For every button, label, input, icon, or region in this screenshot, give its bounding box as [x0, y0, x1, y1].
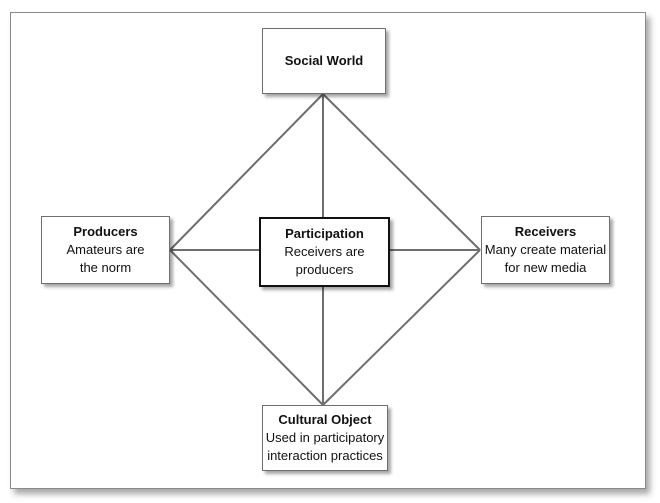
node-text: producers [295, 262, 354, 277]
node-social-world: Social World [262, 28, 386, 94]
node-title: Social World [284, 53, 364, 68]
edge-social-receivers [322, 93, 481, 251]
node-text: Used in participatory [265, 430, 385, 445]
node-text: interaction practices [267, 448, 383, 463]
node-text: the norm [79, 260, 132, 275]
node-text: Receivers are [284, 244, 365, 259]
node-title: Participation [285, 226, 364, 241]
node-title: Cultural Object [278, 412, 372, 427]
node-title: Receivers [514, 224, 577, 239]
node-receivers: Receivers Many create material for new m… [481, 216, 610, 284]
node-text: Amateurs are [66, 242, 145, 257]
node-participation: Participation Receivers are producers [259, 217, 390, 287]
edge-producers-cultural [169, 249, 324, 406]
node-cultural-object: Cultural Object Used in participatory in… [262, 405, 388, 471]
edge-social-producers [169, 93, 324, 251]
node-title: Producers [73, 224, 138, 239]
edge-receivers-cultural [322, 249, 481, 406]
node-text: for new media [504, 260, 587, 275]
node-producers: Producers Amateurs are the norm [41, 216, 170, 284]
node-text: Many create material [484, 242, 607, 257]
